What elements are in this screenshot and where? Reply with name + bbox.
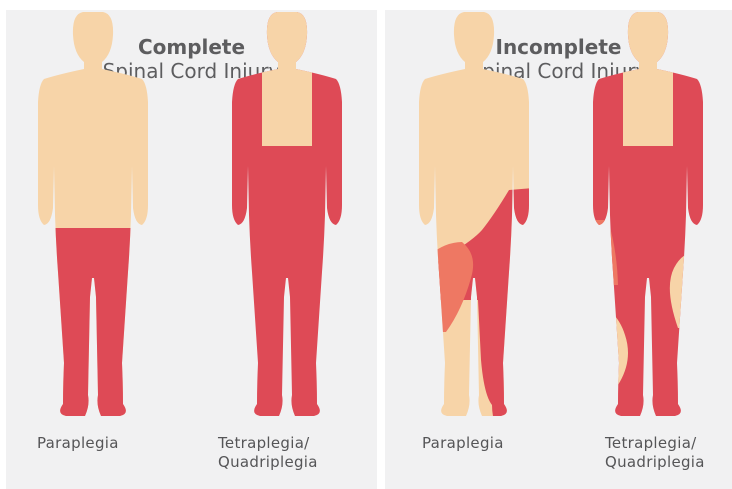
figure-caption: Tetraplegia/ Quadriplegia [218,434,378,472]
complete-tetraplegia-figure [207,10,367,430]
figure-caption: Tetraplegia/ Quadriplegia [605,434,732,472]
figure-caption: Paraplegia [37,434,197,453]
caption-line-1: Paraplegia [37,434,197,453]
complete-injury-panel: Complete Spinal Cord Injury Paraplegia T… [6,10,377,489]
caption-line-1: Tetraplegia/ [218,434,378,453]
incomplete-injury-panel: Incomplete Spinal Cord Injury Paraplegia… [385,10,732,489]
caption-line-2: Quadriplegia [218,453,378,472]
caption-line-1: Tetraplegia/ [605,434,732,453]
incomplete-tetraplegia-figure [568,10,728,430]
figure-caption: Paraplegia [422,434,582,453]
caption-line-1: Paraplegia [422,434,582,453]
incomplete-paraplegia-figure [394,10,554,430]
complete-paraplegia-figure [13,10,173,430]
caption-line-2: Quadriplegia [605,453,732,472]
